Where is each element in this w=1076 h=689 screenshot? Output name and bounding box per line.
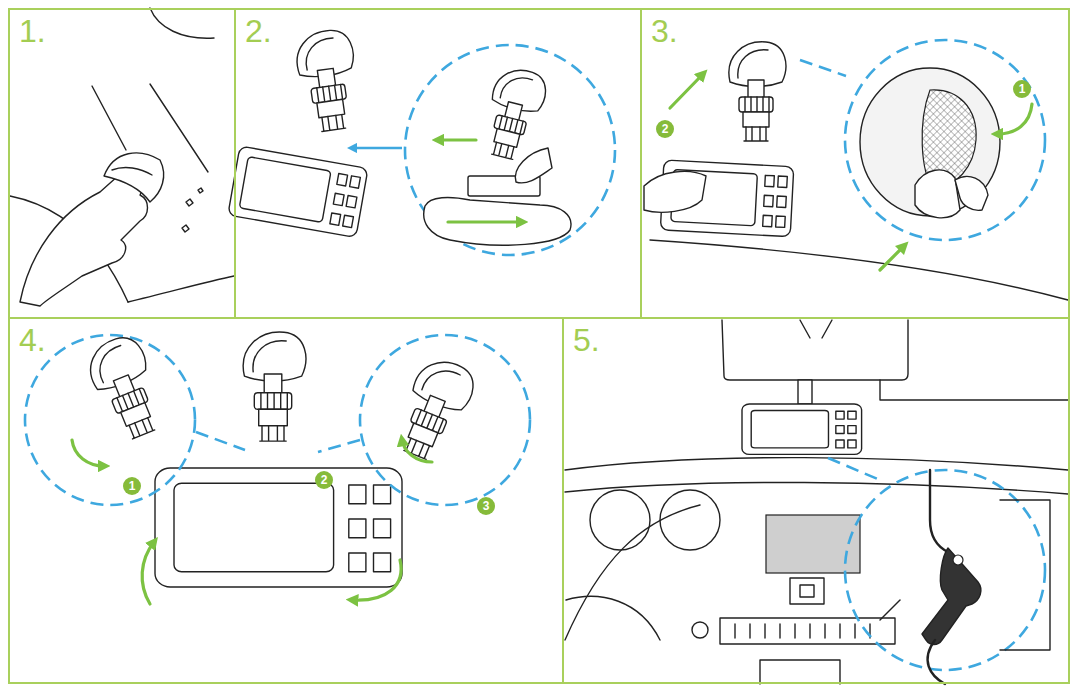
car-interior-scene (766, 515, 860, 573)
car-interior-scene (1000, 500, 1050, 650)
car-interior-scene (790, 578, 824, 604)
car-interior-scene (800, 320, 832, 338)
mount-on-windshield-scene (845, 40, 1045, 240)
callout-number: 2 (315, 471, 333, 489)
adjust-angle-scene (360, 335, 530, 505)
cleaning-scene (150, 8, 214, 38)
mount-on-windshield-scene (650, 240, 1068, 300)
car-interior-scene (953, 555, 963, 565)
car-interior-scene (880, 600, 900, 620)
mount-on-windshield-scene (670, 74, 703, 108)
car-interior-scene (928, 640, 945, 684)
step-panel: 5. (562, 317, 1070, 684)
callout-number: 1 (1019, 83, 1026, 95)
car-interior-scene (720, 618, 895, 644)
adjust-angle-scene (402, 440, 432, 462)
step-number: 4. (19, 322, 46, 358)
step-number: 1. (19, 13, 46, 49)
step-panel: 2. (234, 8, 642, 319)
mount-on-windshield-scene (997, 104, 1032, 134)
adjust-angle-scene (25, 331, 530, 604)
attach-mount-scene (479, 64, 550, 163)
adjust-angle-scene (142, 542, 154, 604)
mount-on-windshield-scene (915, 170, 960, 218)
car-interior-scene (930, 470, 948, 552)
cleaning-scene (128, 276, 234, 302)
cleaning-scene (104, 153, 164, 202)
car-interior-scene (565, 458, 1068, 470)
cleaning-scene (198, 188, 203, 193)
callout-number: 2 (321, 474, 328, 486)
attach-mount-scene (405, 45, 615, 255)
car-interior-scene (760, 660, 840, 684)
callout-number: 1 (1013, 80, 1031, 98)
car-interior-scene (828, 458, 880, 480)
car-interior-scene (590, 490, 650, 550)
adjust-angle-scene (196, 432, 245, 450)
car-interior-scene (565, 482, 1068, 494)
mount-on-windshield-scene (729, 42, 786, 141)
car-interior-scene (735, 624, 870, 638)
mount-on-windshield-scene (644, 171, 706, 212)
attach-mount-scene (352, 147, 402, 150)
callout-number: 3 (477, 497, 495, 515)
callout-number: 3 (483, 500, 490, 512)
attach-mount-scene (424, 198, 571, 246)
adjust-angle-scene (318, 440, 360, 452)
car-interior-scene (742, 404, 862, 454)
cleaning-scene (182, 225, 189, 232)
car-interior-scene (800, 585, 814, 597)
car-interior-scene (922, 548, 981, 645)
mount-on-windshield-scene (800, 60, 846, 76)
car-interior-scene (660, 490, 720, 550)
callout-number: 2 (662, 123, 669, 135)
attach-mount-scene (293, 27, 363, 133)
step-number: 2. (245, 13, 272, 49)
step-panel: 4. 1 2 3 (8, 317, 564, 684)
step-number: 3. (651, 13, 678, 49)
step-number: 5. (573, 322, 600, 358)
cleaning-scene (92, 86, 126, 150)
adjust-angle-scene (243, 332, 306, 441)
mount-on-windshield-scene (955, 176, 988, 210)
car-interior-scene (722, 320, 908, 380)
adjust-angle-scene (352, 560, 401, 600)
cleaning-scene (10, 8, 234, 306)
mount-on-windshield-scene (644, 40, 1068, 300)
adjust-angle-scene (81, 331, 171, 444)
attach-mount-scene (448, 220, 522, 223)
adjust-angle-scene (72, 440, 104, 466)
mount-on-windshield-scene (880, 246, 904, 270)
attach-mount-scene (228, 27, 615, 255)
car-interior-scene (566, 596, 660, 640)
car-interior-scene (692, 622, 708, 638)
cleaning-scene (112, 168, 152, 175)
callout-number: 2 (656, 120, 674, 138)
attach-mount-scene (438, 138, 476, 141)
step-panel: 1. (8, 8, 236, 319)
callout-number: 1 (129, 480, 136, 492)
attach-mount-scene (515, 148, 552, 183)
car-interior-scene (798, 380, 812, 404)
car-interior-scene (565, 505, 700, 640)
callout-number: 1 (123, 477, 141, 495)
cleaning-scene (186, 199, 193, 206)
adjust-angle-scene (155, 468, 402, 587)
car-interior-scene (880, 380, 1068, 400)
adjust-angle-scene (390, 353, 480, 466)
attach-mount-scene (228, 146, 368, 238)
car-interior-scene (565, 320, 1068, 684)
step-panel: 3.12 (640, 8, 1070, 319)
